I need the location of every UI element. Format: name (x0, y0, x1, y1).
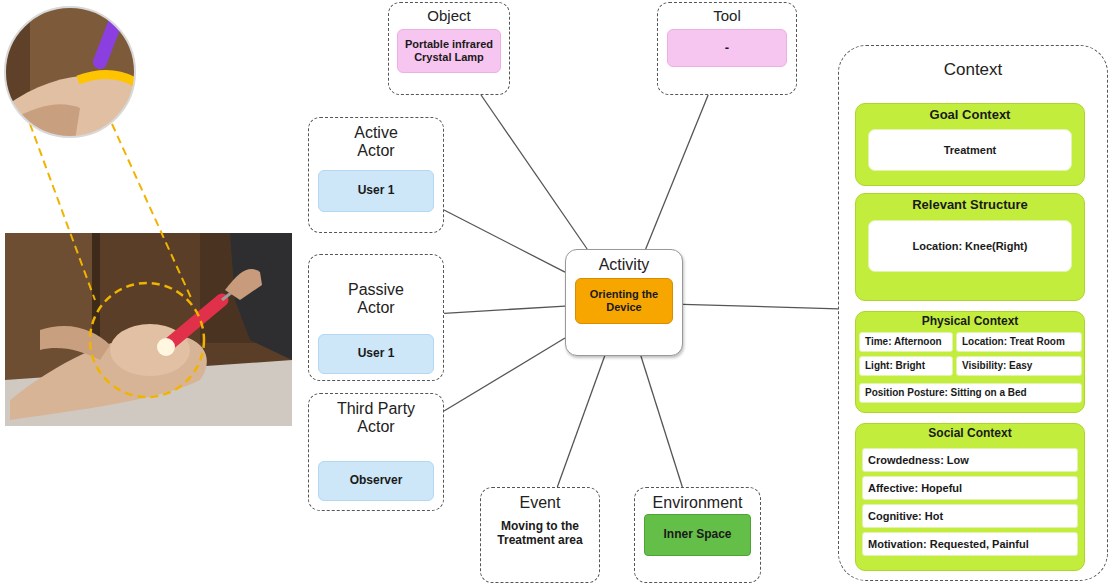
box-label: Observer (350, 474, 403, 488)
box-label: Moving to the Treatment area (485, 520, 595, 548)
box-label: Affective: Hopeful (868, 482, 962, 495)
heading-text: Event (520, 494, 561, 512)
box-label: Visibility: Easy (962, 360, 1032, 372)
box-label: Time: Afternoon (865, 336, 942, 348)
label-box: Observer (318, 461, 434, 501)
group-box: Passive ActorUser 1 (308, 254, 444, 381)
connector-line (444, 306, 565, 313)
label-box: User 1 (318, 170, 434, 212)
zoom-circle (5, 7, 135, 137)
label-box: Crowdedness: Low (862, 448, 1078, 472)
heading-text: Context (944, 60, 1003, 80)
zoom-leader (112, 124, 192, 300)
box-label: Orienting the Device (580, 288, 668, 313)
group-box: Goal ContextTreatment (855, 103, 1085, 186)
label-box: EventMoving to the Treatment area (480, 487, 600, 583)
group-box: Relevant StructureLocation: Knee(Right) (855, 193, 1085, 301)
heading-text: Object (427, 7, 470, 24)
heading-text: Passive Actor (336, 281, 416, 318)
box-label: - (725, 41, 729, 56)
label-box: Treatment (868, 129, 1072, 171)
label-box: Inner Space (644, 514, 751, 556)
label-box: Time: Afternoon (859, 332, 953, 352)
zoom-photo (0, 0, 140, 140)
treatment-photo (5, 233, 292, 426)
heading-text: Environment (653, 494, 743, 512)
zoom-leader (30, 124, 95, 300)
box-label: Location: Knee(Right) (913, 240, 1028, 253)
box-label: Location: Treat Room (962, 336, 1065, 348)
connector-line (683, 304, 838, 309)
group-box: Physical ContextTime: Afternoon Location:… (855, 311, 1085, 413)
connector-line (557, 356, 604, 487)
group-box: Third Party ActorObserver (308, 393, 444, 511)
connector-line (641, 356, 682, 487)
box-label: Position Posture: Sitting on a Bed (865, 387, 1027, 399)
label-box: Location: Knee(Right) (868, 220, 1072, 272)
label-box: Affective: Hopeful (862, 476, 1078, 500)
group-box: Active ActorUser 1 (308, 117, 444, 233)
group-box: ActivityOrienting the Device (565, 249, 683, 356)
connector-line (481, 95, 587, 249)
connector-line (444, 338, 565, 411)
heading-text: Social Context (928, 427, 1011, 441)
group-box: Social ContextCrowdedness: LowAffective:… (855, 423, 1085, 571)
label-box: Light: Bright (859, 356, 953, 376)
label-box: Cognitive: Hot (862, 504, 1078, 528)
heading-text: Physical Context (922, 315, 1019, 329)
group-box: ObjectPortable infrared Crystal Lamp (388, 2, 510, 95)
label-box: User 1 (318, 334, 434, 374)
box-label: Cognitive: Hot (868, 510, 943, 523)
heading-text: Goal Context (930, 108, 1011, 123)
label-box: Orienting the Device (575, 278, 673, 324)
box-label: Crowdedness: Low (868, 454, 969, 467)
heading-text: Activity (599, 256, 650, 274)
highlight-circle (90, 283, 204, 397)
box-label: Motivation: Requested, Painful (868, 538, 1029, 551)
group-box: EnvironmentInner Space (634, 487, 761, 583)
connector-line (444, 210, 565, 272)
group-box: ContextGoal ContextTreatmentRelevant Str… (838, 45, 1108, 581)
label-box: Portable infrared Crystal Lamp (397, 29, 501, 73)
group-box: Tool - (657, 2, 797, 95)
heading-text: Third Party Actor (324, 400, 428, 437)
photo-illustration (0, 0, 300, 440)
box-label: Light: Bright (865, 360, 925, 372)
connector-line (646, 95, 708, 249)
box-label: User 1 (358, 347, 395, 361)
label-box: - (667, 29, 787, 67)
box-label: Inner Space (663, 528, 731, 542)
label-box: Position Posture: Sitting on a Bed (859, 383, 1082, 403)
box-label: Portable infrared Crystal Lamp (402, 38, 496, 63)
heading-text: Tool (713, 7, 741, 24)
box-label: Treatment (944, 144, 997, 157)
heading-text: Active Actor (336, 124, 416, 161)
heading-text: Relevant Structure (912, 198, 1028, 213)
label-box: Visibility: Easy (956, 356, 1082, 376)
label-box: Location: Treat Room (956, 332, 1082, 352)
label-box: Motivation: Requested, Painful (862, 532, 1078, 556)
box-label: User 1 (358, 184, 395, 198)
